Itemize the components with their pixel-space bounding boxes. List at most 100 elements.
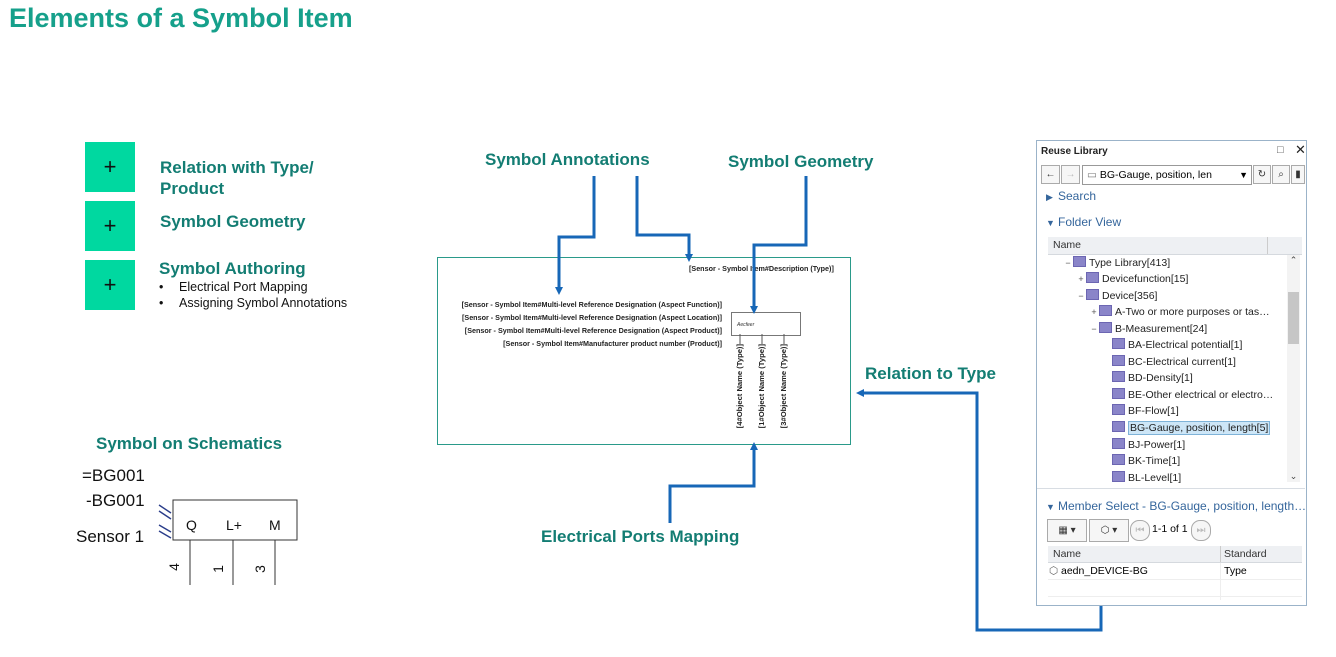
table-row[interactable]: ⬡ aedn_DEVICE-BG Type [1048, 563, 1302, 580]
tree-item-bk[interactable]: BK-Time[1] [1112, 453, 1180, 469]
column-divider [1220, 563, 1221, 600]
path-combo-value: BG-Gauge, position, len [1099, 169, 1212, 181]
folder-icon [1112, 471, 1125, 482]
port-lines [739, 334, 785, 344]
callout-electrical-ports-mapping: Electrical Ports Mapping [541, 527, 740, 546]
pager-label: 1-1 of 1 [1152, 523, 1188, 535]
tree-item-device[interactable]: − Device[356] [1076, 288, 1157, 304]
folder-icon [1112, 355, 1125, 366]
tree-item-label: Device[356] [1102, 290, 1158, 302]
section-relation-label: Relation with Type/ Product [160, 157, 314, 199]
divider [1037, 488, 1305, 489]
pin-label-lplus: L+ [226, 517, 242, 533]
tree-expander[interactable]: − [1065, 258, 1071, 268]
annotation-manufacturer-number[interactable]: [Sensor - Symbol Item#Manufacturer produ… [503, 339, 722, 348]
page-title: Elements of a Symbol Item [9, 3, 353, 33]
scroll-thumb[interactable] [1288, 292, 1299, 344]
last-page-button[interactable]: ⏭ [1191, 520, 1211, 541]
pin-label-q: Q [186, 517, 197, 533]
locate-button[interactable]: ⌕ [1272, 165, 1290, 184]
tree-item-type-library[interactable]: − Type Library[413] [1063, 255, 1170, 271]
chevron-right-icon: ▶ [1046, 192, 1053, 202]
arrow-annotations-1 [555, 176, 596, 295]
tree-item-devicefunction[interactable]: +Devicefunction[15] [1076, 271, 1188, 287]
expand-geometry-button[interactable]: + [85, 201, 135, 251]
tree-item-bg[interactable]: BG-Gauge, position, length[5] [1112, 420, 1271, 436]
tree-item-two-purposes[interactable]: + A-Two or more purposes or tas… [1089, 304, 1270, 320]
maximize-icon[interactable]: □ [1277, 144, 1284, 156]
expand-authoring-button[interactable]: + [85, 260, 135, 310]
folder-icon [1112, 371, 1125, 382]
tree-item-bf[interactable]: BF-Flow[1] [1112, 403, 1179, 419]
tree-expander[interactable]: + [1078, 274, 1084, 284]
schematic-symbol [158, 499, 298, 585]
expand-relation-button[interactable]: + [85, 142, 135, 192]
symbol-on-schematics-label: Symbol on Schematics [96, 434, 283, 453]
folder-tree: − Type Library[413] +Devicefunction[15] −… [1048, 255, 1286, 483]
tree-expander[interactable]: − [1091, 324, 1097, 334]
folder-icon [1086, 272, 1099, 283]
folder-icon [1112, 421, 1125, 432]
tree-item-label: BL-Level[1] [1128, 472, 1182, 483]
tree-item-label: Type Library[413] [1089, 257, 1171, 269]
folder-icon: ▭ [1087, 169, 1097, 181]
back-button[interactable]: ← [1041, 165, 1060, 184]
tree-item-bl[interactable]: BL-Level[1] [1112, 470, 1181, 483]
settings-button[interactable]: ▮ [1291, 165, 1305, 184]
scroll-up-icon[interactable]: ⌃ [1289, 255, 1298, 265]
bullet-dot: • [159, 280, 164, 294]
first-page-button[interactable]: ⏮ [1130, 520, 1150, 541]
section-geometry-label: Symbol Geometry [160, 212, 306, 231]
tree-header: Name [1048, 237, 1302, 255]
annotation-aspect-function[interactable]: [Sensor - Symbol Item#Multi-level Refere… [461, 300, 722, 309]
tree-item-measurement[interactable]: − B-Measurement[24] [1089, 321, 1207, 337]
tree-item-be[interactable]: BE-Other electrical or electro… [1112, 387, 1273, 403]
tree-item-label: BD-Density[1] [1128, 372, 1193, 384]
chevron-down-icon: ▼ [1046, 502, 1055, 512]
table-row-empty [1048, 580, 1302, 597]
tree-scrollbar[interactable]: ⌃ ⌄ [1287, 255, 1300, 482]
annotation-aspect-product[interactable]: [Sensor - Symbol Item#Multi-level Refere… [464, 326, 722, 335]
tree-item-label: B-Measurement[24] [1115, 323, 1208, 335]
member-select-section[interactable]: ▼Member Select - BG-Gauge, position, len… [1046, 499, 1306, 513]
tree-item-label: A-Two or more purposes or tas… [1115, 306, 1270, 318]
scroll-down-icon[interactable]: ⌄ [1289, 471, 1298, 481]
bullet-assigning-annotations: •Assigning Symbol Annotations [159, 296, 347, 310]
arrow-annotations-2 [635, 176, 693, 262]
tree-item-bc[interactable]: BC-Electrical current[1] [1112, 354, 1236, 370]
section-authoring-label: Symbol Authoring [159, 259, 306, 278]
annotation-aspect-location[interactable]: [Sensor - Symbol Item#Multi-level Refere… [462, 313, 722, 322]
tree-header-name: Name [1053, 239, 1082, 251]
search-section[interactable]: ▶Search [1046, 189, 1096, 203]
forward-button[interactable]: → [1061, 165, 1080, 184]
tree-item-bd[interactable]: BD-Density[1] [1112, 370, 1193, 386]
tree-item-label: BA-Electrical potential[1] [1128, 339, 1243, 351]
tree-item-ba[interactable]: BA-Electrical potential[1] [1112, 337, 1242, 353]
folder-view-section[interactable]: ▼Folder View [1046, 215, 1121, 229]
symbol-geometry-box[interactable]: Aecfeer [731, 312, 801, 336]
path-combo[interactable]: ▭ BG-Gauge, position, len ▼ [1082, 165, 1252, 185]
tree-expander[interactable]: + [1091, 307, 1097, 317]
column-name[interactable]: Name [1053, 548, 1082, 560]
tree-item-label: BE-Other electrical or electro… [1128, 389, 1274, 401]
table-view-button[interactable]: ▦ ▾ [1047, 519, 1087, 542]
bullet-port-mapping: •Electrical Port Mapping [159, 280, 308, 294]
cube-icon: ⬡ [1049, 565, 1059, 577]
chevron-down-icon: ▼ [1239, 170, 1248, 180]
section-relation-line2: Product [160, 179, 225, 198]
refresh-button[interactable]: ↻ [1253, 165, 1271, 184]
folder-icon [1086, 289, 1099, 300]
header-divider [1220, 546, 1221, 562]
symbol-box-label: Aecfeer [737, 322, 755, 328]
annotation-description[interactable]: [Sensor - Symbol Item#Description (Type)… [689, 264, 834, 273]
tree-expander[interactable]: − [1078, 291, 1084, 301]
column-standard[interactable]: Standard [1224, 548, 1267, 560]
symbol-item-canvas[interactable] [437, 257, 851, 445]
close-icon[interactable]: ✕ [1295, 142, 1306, 157]
tree-item-bj[interactable]: BJ-Power[1] [1112, 437, 1185, 453]
arrow-geometry [750, 176, 808, 314]
object-filter-button[interactable]: ⬡ ▾ [1089, 519, 1129, 542]
tree-item-label: BC-Electrical current[1] [1128, 356, 1236, 368]
callout-relation-to-type: Relation to Type [865, 364, 996, 383]
